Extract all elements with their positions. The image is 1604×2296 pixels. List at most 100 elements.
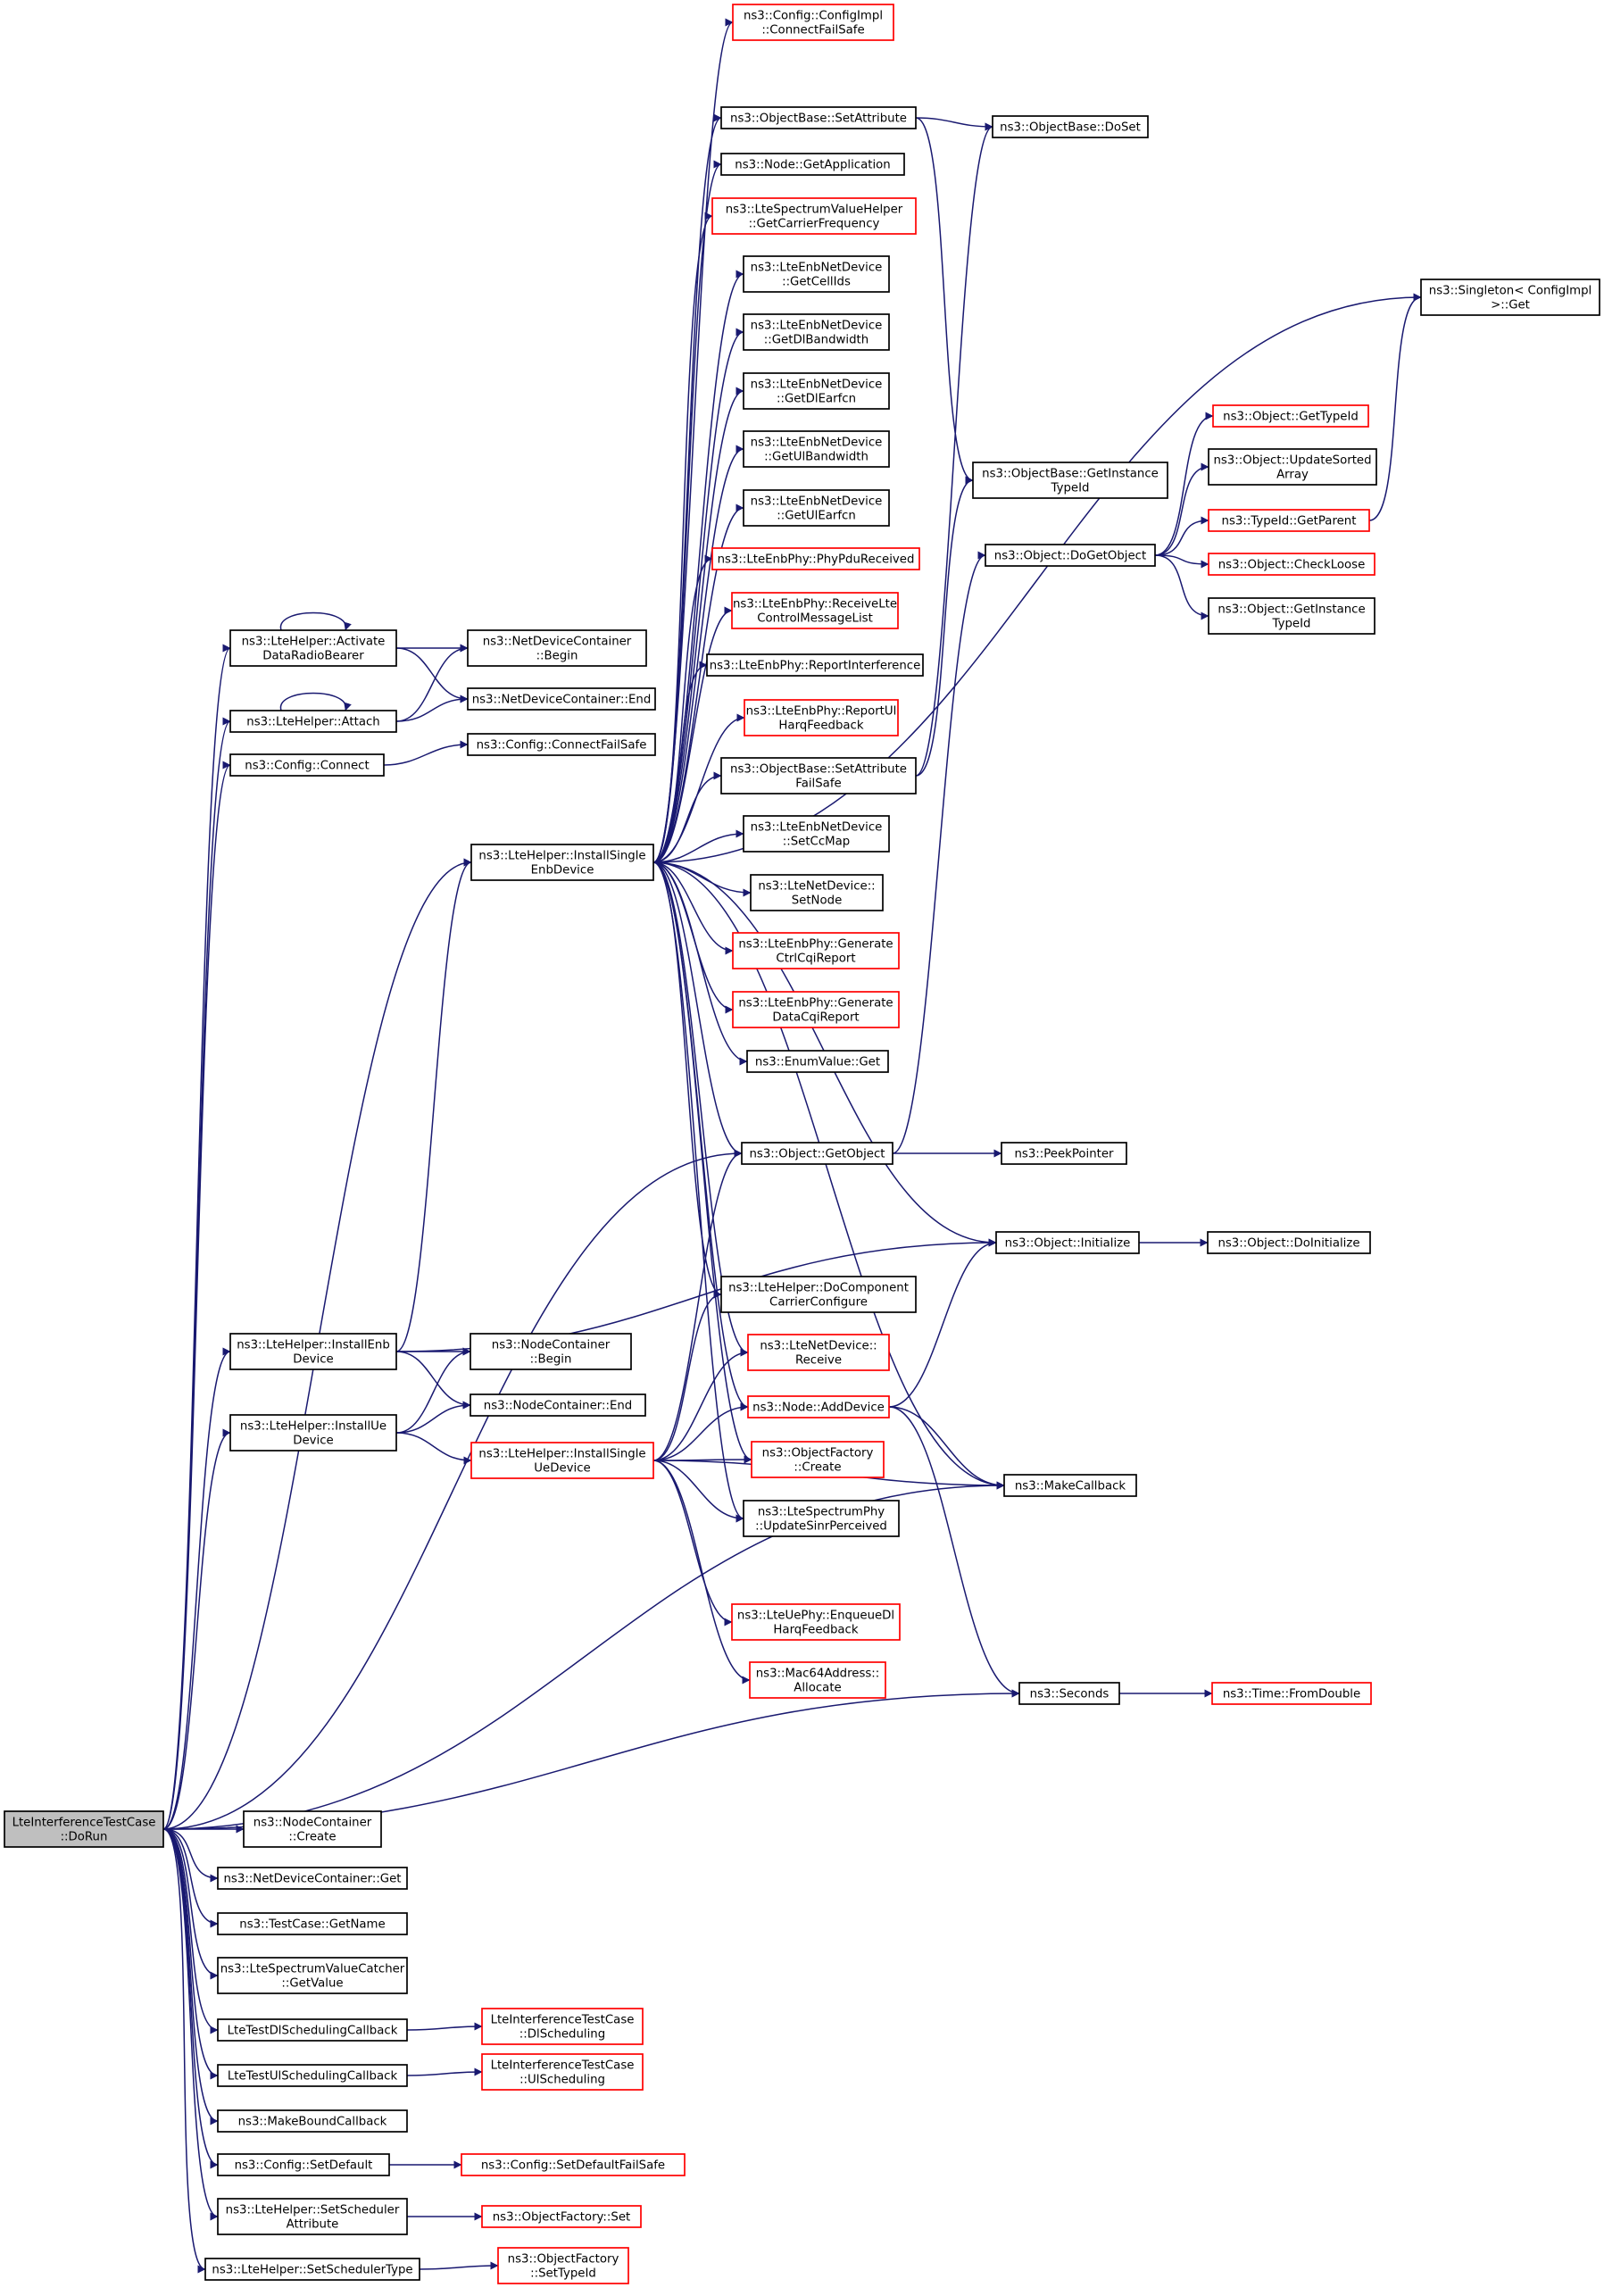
graph-node-cfgimplcfs[interactable]: ns3::Config::ConfigImpl::ConnectFailSafe [732,4,894,41]
node-box [1211,1682,1372,1705]
graph-node-dlsched[interactable]: LteInterferenceTestCase::DlScheduling [481,2008,644,2045]
edge-attach-to-attach [280,692,352,711]
graph-node-doinit[interactable]: ns3::Object::DoInitialize [1207,1231,1371,1254]
graph-node-docc[interactable]: ns3::LteHelper::DoComponentCarrierConfig… [720,1276,917,1313]
node-label: ns3::LteHelper::SetSchedulerType [212,2264,412,2277]
graph-node-root[interactable]: LteInterferenceTestCase::DoRun [4,1810,164,1848]
node-label: ns3::LteUePhy::EnqueueDl [737,1610,894,1623]
node-box [217,1957,408,1994]
edge-installsenb-to-enumget [652,861,748,1066]
node-label: ::Create [288,1831,336,1844]
graph-node-getapp[interactable]: ns3::Node::GetApplication [720,153,905,176]
node-box [743,815,890,853]
graph-node-attach[interactable]: ns3::LteHelper::Attach [229,710,397,733]
graph-node-updsinr[interactable]: ns3::LteSpectrumPhy::UpdateSinrPerceived [743,1500,900,1537]
edge-root-to-ndcget [162,1828,219,1883]
graph-node-ndcbegin[interactable]: ns3::NetDeviceContainer::Begin [467,629,647,667]
graph-node-singleton[interactable]: ns3::Singleton< ConfigImpl >::Get [1420,279,1600,316]
graph-node-ndcend[interactable]: ns3::NetDeviceContainer::End [467,687,656,711]
node-box [243,1810,382,1848]
graph-node-getcellids[interactable]: ns3::LteEnbNetDevice::GetCellIds [743,255,890,293]
graph-node-ltendrecv[interactable]: ns3::LteNetDevice::Receive [747,1334,890,1371]
graph-node-ulschedcb[interactable]: LteTestUlSchedulingCallback [217,2064,408,2087]
edge-installsue-to-adddev [652,1402,749,1461]
graph-node-getdlbw[interactable]: ns3::LteEnbNetDevice::GetDlBandwidth [743,313,890,351]
node-label: ns3::LteSpectrumValueHelper [726,204,903,217]
edge-root-to-getname [162,1828,219,1928]
graph-node-peekptr[interactable]: ns3::PeekPointer [1001,1142,1127,1165]
graph-node-getdlearfcn[interactable]: ns3::LteEnbNetDevice::GetDlEarfcn [743,372,890,410]
node-label: ::GetDlBandwidth [764,334,868,347]
graph-node-makebound[interactable]: ns3::MakeBoundCallback [217,2109,408,2133]
graph-node-ofcreate[interactable]: ns3::ObjectFactory::Create [751,1441,885,1478]
node-label: ns3::Config::Connect [245,760,369,773]
graph-node-ncbegin[interactable]: ns3::NodeContainer::Begin [470,1333,632,1370]
graph-node-setnode[interactable]: ns3::LteNetDevice::SetNode [750,874,884,911]
graph-node-nccreate[interactable]: ns3::NodeContainer::Create [243,1810,382,1848]
node-box [217,1867,408,1890]
node-label: Device [293,1353,333,1367]
graph-node-fromdouble[interactable]: ns3::Time::FromDouble [1211,1682,1372,1705]
node-box [720,1276,917,1313]
graph-node-getcarrier[interactable]: ns3::LteSpectrumValueHelper::GetCarrierF… [711,197,917,235]
graph-node-recvctrl[interactable]: ns3::LteEnbPhy::ReceiveLteControlMessage… [731,592,899,629]
graph-node-gettypeid[interactable]: ns3::Object::GetTypeId [1212,404,1369,428]
graph-node-ndcget[interactable]: ns3::NetDeviceContainer::Get [217,1867,408,1890]
edge-attach-to-ndcbegin [395,644,469,722]
node-label: ::DlScheduling [519,2028,605,2042]
graph-node-setdefault[interactable]: ns3::Config::SetDefault [217,2153,390,2176]
edge-root-to-dlschedcb [162,1828,219,2034]
graph-node-ofset[interactable]: ns3::ObjectFactory::Set [481,2205,642,2228]
edge-dogetobj-to-objgetinst [1154,554,1209,620]
graph-node-setdefaultfs[interactable]: ns3::Config::SetDefaultFailSafe [461,2153,686,2176]
node-box [1207,1231,1371,1254]
graph-node-getulearfcn[interactable]: ns3::LteEnbNetDevice::GetUlEarfcn [743,489,890,527]
graph-node-getobject[interactable]: ns3::Object::GetObject [741,1142,893,1165]
edge-setschedtype-to-ofsettid [419,2261,499,2270]
graph-node-mac64[interactable]: ns3::Mac64Address::Allocate [749,1661,886,1699]
graph-node-getulbw[interactable]: ns3::LteEnbNetDevice::GetUlBandwidth [743,430,890,468]
graph-node-initialize[interactable]: ns3::Object::Initialize [995,1231,1140,1254]
graph-node-setattr[interactable]: ns3::ObjectBase::SetAttribute [720,106,917,129]
graph-node-setccmap[interactable]: ns3::LteEnbNetDevice::SetCcMap [743,815,890,853]
graph-node-enumget[interactable]: ns3::EnumValue::Get [746,1050,889,1073]
graph-node-cfgconnectfs[interactable]: ns3::Config::ConnectFailSafe [467,733,656,756]
graph-node-doset[interactable]: ns3::ObjectBase::DoSet [992,115,1149,138]
graph-node-dogetobj[interactable]: ns3::Object::DoGetObject [985,544,1156,567]
node-label: ns3::Time::FromDouble [1223,1688,1360,1701]
edge-dogetobj-to-getparent [1154,516,1209,556]
graph-node-dlschedcb[interactable]: LteTestDlSchedulingCallback [217,2018,408,2042]
graph-node-ncend[interactable]: ns3::NodeContainer::End [470,1393,646,1417]
node-box [467,733,656,756]
graph-node-makecb[interactable]: ns3::MakeCallback [1003,1474,1137,1497]
edge-setattrfs-to-getinsttid [915,476,974,777]
graph-node-reportint[interactable]: ns3::LteEnbPhy::ReportInterference [706,653,924,677]
graph-node-seconds[interactable]: ns3::Seconds [1018,1682,1120,1705]
node-box [706,653,924,677]
graph-node-phypdu[interactable]: ns3::LteEnbPhy::PhyPduReceived [711,547,920,570]
graph-node-ofsettid[interactable]: ns3::ObjectFactory::SetTypeId [497,2247,629,2284]
graph-node-ulsched[interactable]: LteInterferenceTestCase::UlScheduling [481,2053,644,2091]
graph-node-adddev[interactable]: ns3::Node::AddDevice [747,1395,890,1418]
graph-node-cfgconnect[interactable]: ns3::Config::Connect [229,753,385,777]
graph-node-getvalue[interactable]: ns3::LteSpectrumValueCatcher::GetValue [217,1957,408,1994]
node-label: ns3::TestCase::GetName [239,1918,385,1932]
graph-node-setschedtype[interactable]: ns3::LteHelper::SetSchedulerType [204,2258,420,2281]
graph-node-getparent[interactable]: ns3::TypeId::GetParent [1208,509,1370,532]
graph-node-getname[interactable]: ns3::TestCase::GetName [217,1912,408,1935]
graph-node-checkloose[interactable]: ns3::Object::CheckLoose [1208,553,1375,576]
